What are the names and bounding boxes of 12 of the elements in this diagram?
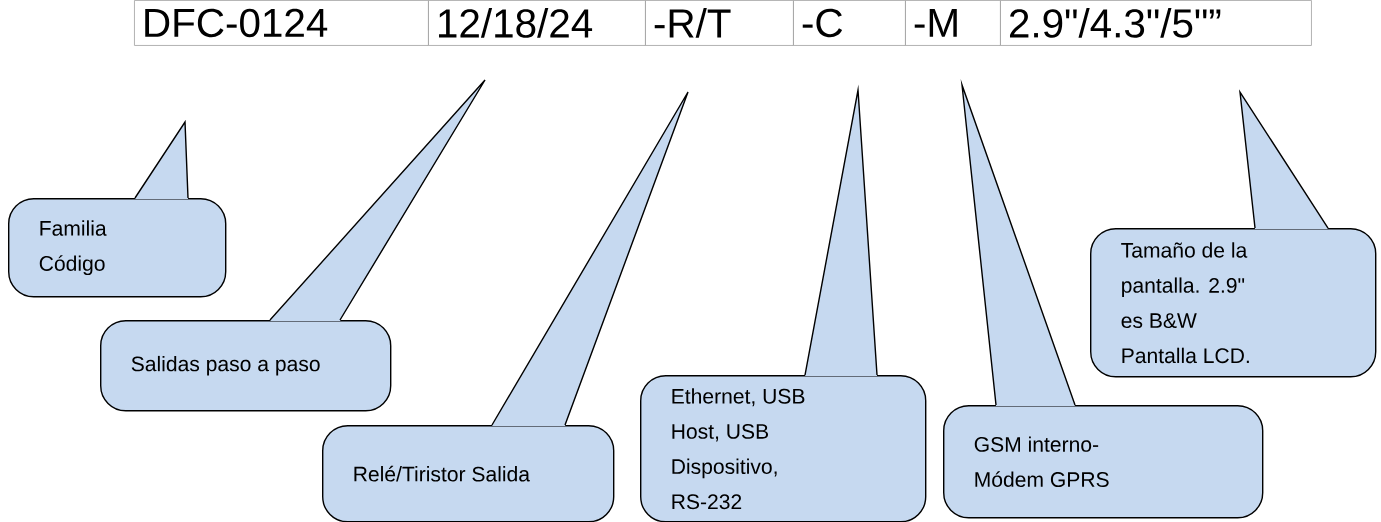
code-cell: -M — [905, 0, 1001, 46]
node-label: GSM interno- Módem GPRS — [974, 436, 1109, 488]
callout-bubble: Familia Código — [8, 119, 227, 298]
node-label: Relé/Tiristor Salida — [354, 465, 530, 482]
node-label: Salidas paso a paso — [131, 355, 320, 376]
callout-bubble: Tamaño de la pantalla. 2.9" es B&W Pantalla LCD. — [1090, 89, 1377, 378]
callout-bubble: Ethernet, USB Host, USB Dispositivo, RS-232 — [640, 84, 927, 522]
code-cell: -C — [793, 0, 906, 46]
code-cell: 2.9"/4.3"/5"” — [1000, 0, 1312, 46]
code-cell: -R/T — [645, 0, 794, 46]
code-cell: DFC-0124 — [134, 0, 429, 46]
code-cell: 12/18/24 — [428, 0, 646, 46]
